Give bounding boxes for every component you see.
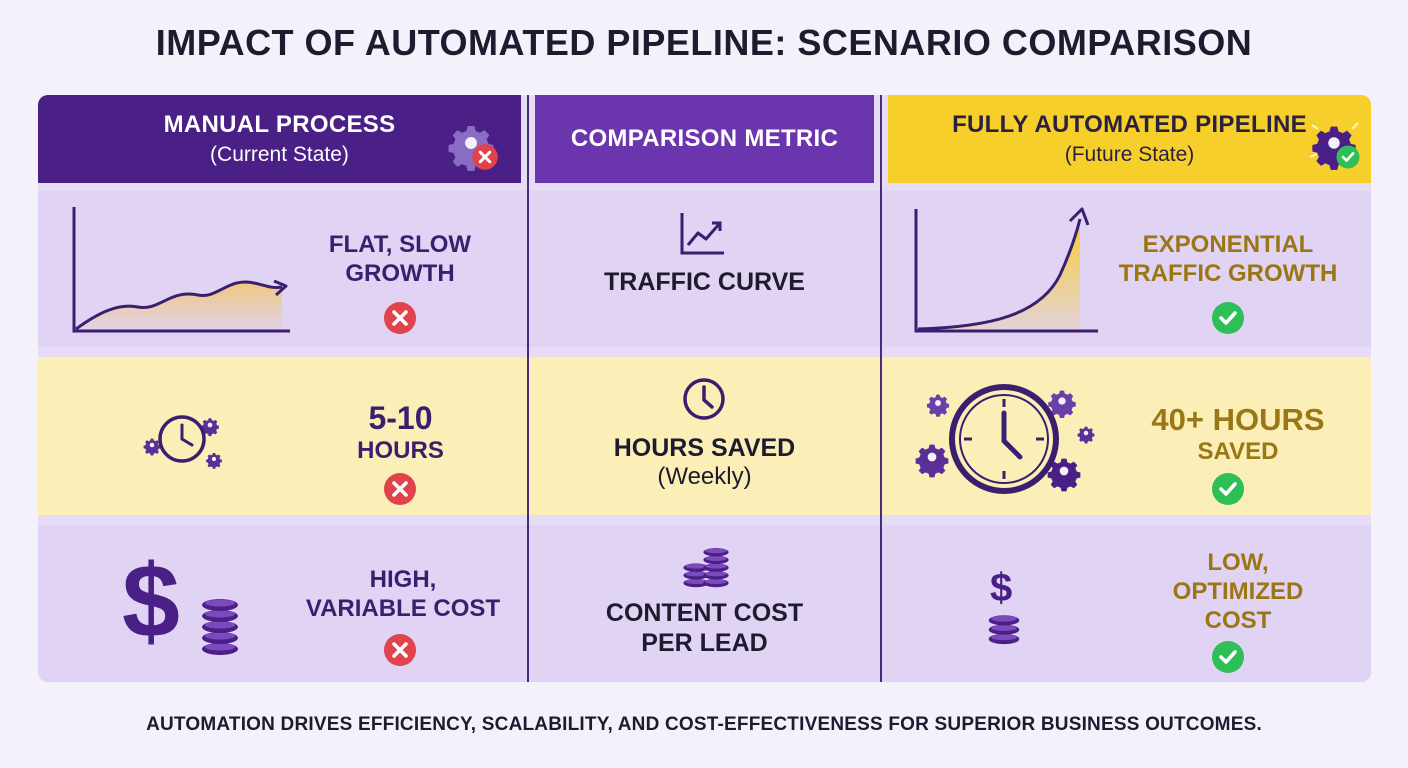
metric-cost-line1: CONTENT COST <box>605 599 804 627</box>
gear-x-icon <box>448 126 500 172</box>
manual-hours-text: 5-10 HOURS <box>328 399 473 466</box>
auto-cost-line1: LOW, <box>1207 549 1269 576</box>
auto-hours-unit: SAVED <box>1197 438 1279 466</box>
manual-traffic-line1: FLAT, SLOW <box>328 231 472 258</box>
manual-cost-line1: HIGH, <box>369 566 437 593</box>
header-manual: MANUAL PROCESS (Current State) <box>38 95 521 183</box>
metric-cost: CONTENT COST PER LEAD <box>535 598 874 658</box>
manual-traffic-line2: GROWTH <box>345 259 455 287</box>
auto-hours-text: 40+ HOURS SAVED <box>1118 401 1358 467</box>
clock-gears-icon <box>143 415 222 469</box>
auto-cost-line2: OPTIMIZED <box>1172 577 1304 605</box>
gear-check-icon <box>1309 122 1361 170</box>
large-clock-gears-icon <box>915 384 1095 494</box>
x-circle-icon <box>383 472 417 506</box>
metric-hours: HOURS SAVED (Weekly) <box>535 433 874 492</box>
manual-hours-value: 5-10 <box>368 400 433 436</box>
manual-hours-unit: HOURS <box>357 437 444 465</box>
page-title: IMPACT OF AUTOMATED PIPELINE: SCENARIO C… <box>155 22 1253 63</box>
divider-left <box>527 95 529 682</box>
auto-traffic-text: EXPONENTIAL TRAFFIC GROWTH <box>1098 231 1358 289</box>
auto-traffic-line2: TRAFFIC GROWTH <box>1118 259 1338 287</box>
header-automated-title: FULLY AUTOMATED PIPELINE <box>952 111 1307 138</box>
x-circle-icon <box>383 301 417 335</box>
header-manual-subtitle: (Current State) <box>210 143 349 166</box>
metric-traffic: TRAFFIC CURVE <box>604 268 805 296</box>
auto-cost-line3: COST <box>1204 606 1272 634</box>
auto-hours-value: 40+ HOURS <box>1151 402 1325 437</box>
header-metric: COMPARISON METRIC <box>535 95 874 183</box>
flat-growth-chart-icon <box>72 207 290 333</box>
dollar-coins-icon: $ <box>122 544 238 660</box>
exponential-growth-chart-icon <box>914 207 1098 333</box>
auto-traffic-line1: EXPONENTIAL <box>1142 231 1314 258</box>
auto-cost-text: LOW, OPTIMIZED COST <box>1118 549 1358 635</box>
check-circle-icon <box>1211 472 1245 506</box>
x-circle-icon <box>383 633 417 667</box>
check-circle-icon <box>1211 640 1245 674</box>
header-manual-title: MANUAL PROCESS <box>163 111 396 138</box>
header-automated: FULLY AUTOMATED PIPELINE (Future State) <box>888 95 1371 183</box>
metric-cost-line2: PER LEAD <box>641 629 768 657</box>
check-circle-icon <box>1211 301 1245 335</box>
coin-stack-icon <box>683 548 729 588</box>
header-metric-title: COMPARISON METRIC <box>570 125 839 152</box>
divider-right <box>880 95 882 682</box>
header-automated-subtitle: (Future State) <box>1064 143 1195 166</box>
comparison-table: MANUAL PROCESS (Current State) COMPARISO… <box>38 95 1371 682</box>
metric-hours-title: HOURS SAVED <box>613 434 796 462</box>
metric-hours-subtitle: (Weekly) <box>657 463 752 490</box>
manual-cost-line2: VARIABLE COST <box>305 594 501 622</box>
manual-traffic-text: FLAT, SLOW GROWTH <box>300 231 500 289</box>
small-dollar-coins-icon: $ <box>988 566 1020 645</box>
clock-icon <box>683 378 725 420</box>
svg-text:$: $ <box>990 566 1012 610</box>
trend-chart-icon <box>680 213 724 255</box>
svg-text:$: $ <box>122 544 180 660</box>
row-hours <box>38 357 1371 515</box>
manual-cost-text: HIGH, VARIABLE COST <box>293 566 513 624</box>
footer-summary: AUTOMATION DRIVES EFFICIENCY, SCALABILIT… <box>146 714 1262 735</box>
